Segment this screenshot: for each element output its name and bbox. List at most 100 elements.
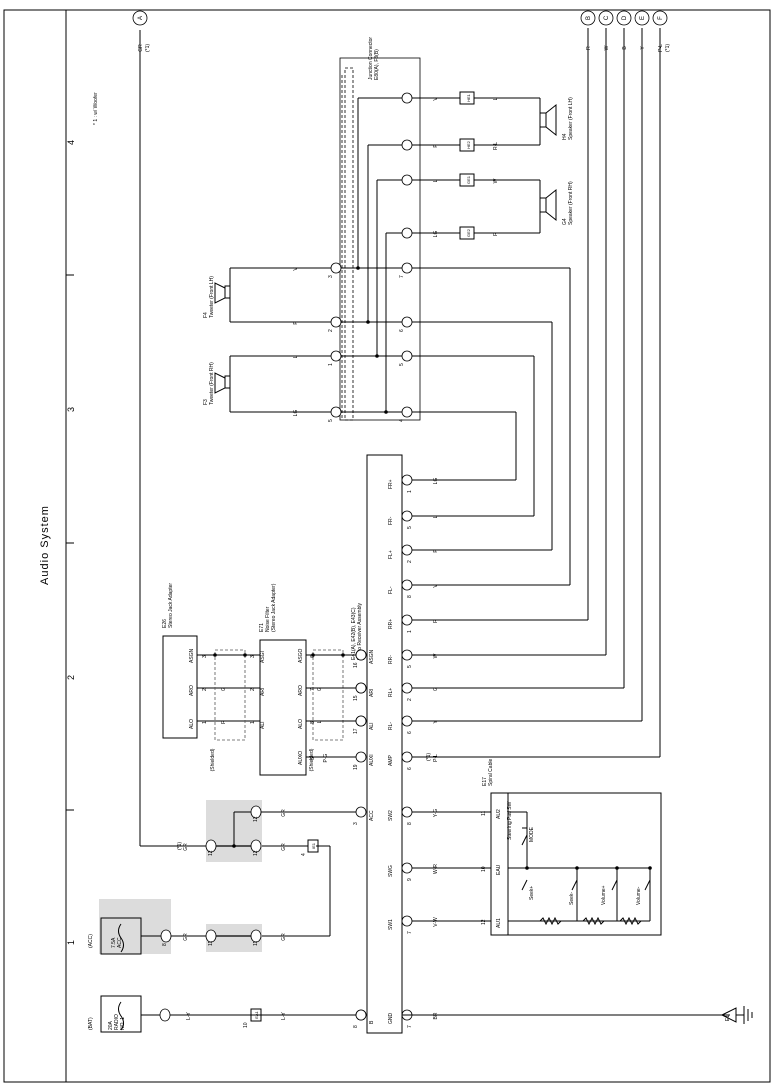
wire-color: LG [433,231,439,238]
radio-pin-number: 7 [407,1025,413,1028]
speaker-name: G4 [562,218,568,225]
radio-pin [401,806,413,818]
noise-filter: E71 Noise Filter (Stereo Jack Adapter) [259,583,307,776]
radio-pin-label: SW2 [388,810,394,821]
speaker-name: Tweeter (Front RH) [209,362,215,405]
wire-color: L [317,720,323,723]
radio-pin-number: 15 [353,695,359,701]
svg-text:EA1: EA1 [254,1010,259,1018]
offpage-wire: GR [138,44,144,52]
svg-text:E80(A), F8(B): E80(A), F8(B) [374,49,380,80]
offpage-wire: Y [640,46,646,50]
adapter-pin-number: 2 [202,688,208,691]
offpage-label: C [604,15,610,20]
svg-text:11: 11 [208,941,214,946]
offpage-wire: B [622,46,628,50]
jc-pin-number: 1 [328,363,334,366]
svg-text:Junction Connector: Junction Connector [368,37,374,80]
wire-color: W [433,653,439,658]
radio-pin-number: 8 [407,822,413,825]
acc-wire: 8 GR 11 11 GR IE1 4 [141,839,331,952]
adapter-pin-label: ASGN [189,648,195,663]
wire-color: R [433,619,439,623]
speaker-name: Speaker (Front LH) [568,97,574,140]
grid-number: 4 [66,140,76,145]
wire-color: R-L [493,142,499,150]
radio-pin [401,614,413,626]
wire-color: P-L [433,754,439,762]
radio-pin [401,510,413,522]
radio-pin-label: FL- [388,586,394,594]
svg-text:4: 4 [301,853,307,856]
svg-text:12: 12 [253,850,259,856]
radio-pin-number: 9 [407,878,413,881]
radio-pin-label: RL- [388,722,394,730]
filter-pin-label: ALI [260,721,266,729]
page-frame [3,9,771,1083]
speaker-name: Speaker (Front RH) [568,181,574,225]
radio-pin-number: 5 [407,665,413,668]
radio-pin [401,715,413,727]
svg-text:7.5A: 7.5A [111,937,117,948]
radio-pin-label: GND [388,1013,394,1025]
svg-text:L-Y: L-Y [281,1011,287,1019]
svg-text:E1: E1 [725,1015,731,1021]
svg-text:GR: GR [281,809,287,817]
svg-text:GR: GR [281,843,287,851]
radio-pin-number: 19 [353,764,359,770]
radio-pin-number: 2 [407,560,413,563]
offpage-connector [652,10,668,26]
svg-text:Radio Receiver Assembly: Radio Receiver Assembly [357,603,363,660]
svg-text:GR: GR [281,933,287,941]
radio-pin-label: FR+ [388,479,394,489]
grid-number: 2 [66,675,76,680]
wire-note: (*1) [426,753,432,761]
radio-pin-number: 2 [407,698,413,701]
svg-text:12: 12 [208,850,214,856]
wire-color: L [433,179,439,182]
adapter-pin-label: ARO [189,685,195,696]
switch-label: Volume- [636,886,642,905]
steering-pin-number: 11 [481,811,487,816]
offpage-connector [634,10,650,26]
svg-text:RADIO: RADIO [114,1014,120,1030]
radio-pin-label: SW1 [388,919,394,930]
svg-text:GR: GR [183,933,189,941]
radio-pin-number: 16 [353,662,359,668]
svg-text:Stereo Jack Adapter: Stereo Jack Adapter [168,583,174,628]
grid-number: 3 [66,407,76,412]
jc-pin-number: 7 [399,275,405,278]
jc-pin-number: 2 [328,329,334,332]
wire-color: W [493,178,499,183]
svg-text:E71: E71 [259,623,265,632]
filter-pin-label: ARO [298,685,304,696]
radio-pin-label: RL+ [388,688,394,697]
radio-pin-number: 6 [407,767,413,770]
radio-pin [401,751,413,763]
grid-scale: 1 2 3 4 [66,140,76,945]
offpage-connector [598,10,614,26]
radio-pin-label: SWG [388,865,394,877]
offpage-connector [132,10,148,26]
wire-color: L [433,515,439,518]
wire-color: V [433,97,439,101]
wire-color: G [221,687,227,691]
filter-pin-label: ASGI [260,651,266,663]
radio-pin-number: 6 [407,731,413,734]
offpage-label: B [586,16,592,20]
offpage-wire: P-L [658,44,664,52]
radio-pin [401,474,413,486]
filter-pin-label: ALO [298,719,304,729]
wire-color: P-G [323,753,329,762]
switch-label: Volume+ [601,885,607,905]
wire-color: L [293,355,299,358]
radio-pin [401,544,413,556]
radio-pin [401,682,413,694]
offpage-wire: W [604,45,610,50]
wire-color: W-R [433,864,439,874]
junction-ia2: 12 12 12 GR (*1) GR GR [140,800,355,862]
wire-color: P [293,321,299,325]
svg-text:Spiral Cable: Spiral Cable [488,759,494,786]
grid-number: 1 [66,940,76,945]
svg-text:(ACC): (ACC) [88,934,94,948]
